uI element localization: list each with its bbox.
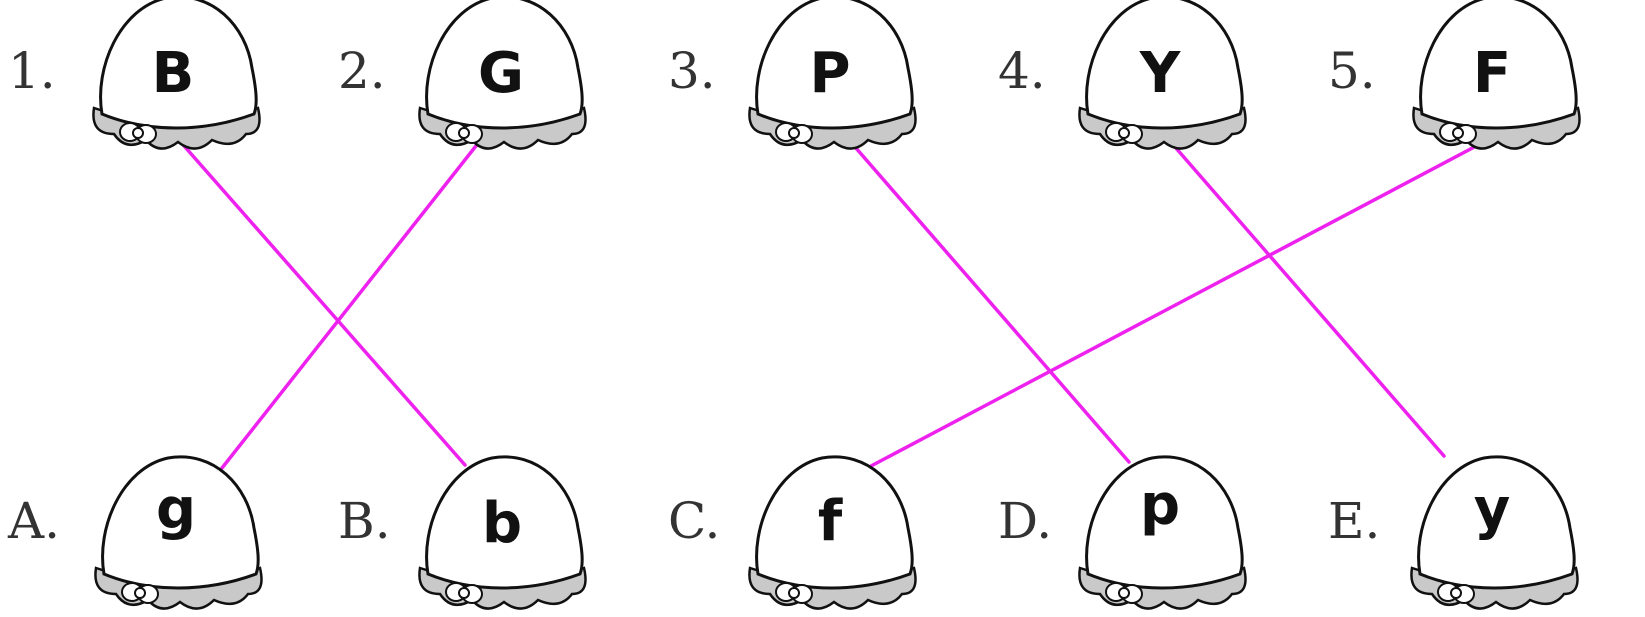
top-item-1[interactable]: 1. B: [8, 0, 261, 151]
cap-letter-5: F: [1473, 41, 1511, 106]
match-line-1-b[interactable]: [176, 137, 467, 467]
top-item-2[interactable]: 2. G: [338, 0, 587, 151]
cap-letter-1: B: [152, 41, 195, 106]
item-number-3: 3.: [668, 42, 716, 100]
item-letter-c: C.: [668, 492, 720, 550]
item-number-2: 2.: [338, 42, 386, 100]
match-line-2-a[interactable]: [220, 135, 485, 470]
bottom-item-d[interactable]: D. p: [998, 455, 1247, 611]
bottom-row: A. g B. b C. f D. p E. y: [7, 455, 1579, 611]
top-item-3[interactable]: 3. P: [668, 0, 917, 151]
cap-letter-4: Y: [1139, 41, 1182, 106]
match-line-4-e[interactable]: [1160, 130, 1446, 458]
match-lines: [176, 130, 1499, 470]
match-line-3-d[interactable]: [840, 130, 1131, 464]
item-number-5: 5.: [1328, 42, 1376, 100]
top-item-4[interactable]: 4. Y: [998, 0, 1247, 151]
item-letter-d: D.: [998, 492, 1052, 550]
item-letter-b: B.: [338, 492, 391, 550]
cap-letter-c: f: [818, 489, 843, 554]
top-item-5[interactable]: 5. F: [1328, 0, 1581, 151]
item-letter-a: A.: [7, 492, 60, 550]
item-number-1: 1.: [8, 42, 56, 100]
cap-letter-d: p: [1140, 473, 1180, 538]
item-letter-e: E.: [1328, 492, 1380, 550]
top-row: 1. B 2. G 3. P 4. Y 5. F: [8, 0, 1581, 151]
cap-letter-a: g: [156, 477, 196, 542]
item-number-4: 4.: [998, 42, 1046, 100]
cap-letter-3: P: [809, 41, 850, 106]
bottom-item-e[interactable]: E. y: [1328, 455, 1579, 611]
match-line-5-c[interactable]: [869, 133, 1499, 468]
cap-letter-b: b: [482, 491, 522, 556]
cap-letter-2: G: [478, 41, 524, 106]
cap-letter-e: y: [1474, 477, 1511, 542]
bottom-item-b[interactable]: B. b: [338, 455, 587, 611]
bottom-item-c[interactable]: C. f: [668, 455, 917, 611]
bottom-item-a[interactable]: A. g: [7, 455, 263, 611]
